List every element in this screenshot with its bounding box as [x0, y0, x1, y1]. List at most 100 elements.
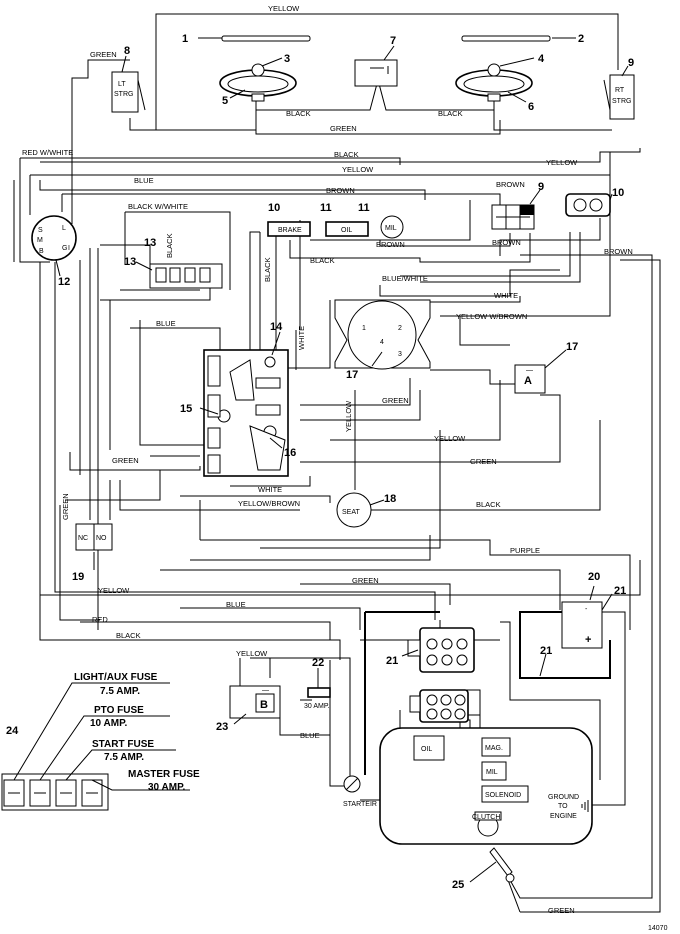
battery-cables — [364, 611, 611, 775]
battery-16: - + — [561, 601, 603, 649]
wire-label: YELLOW — [236, 649, 268, 658]
callout-2: 10 — [268, 202, 280, 214]
fuse-pto-amp: 10 AMP. — [90, 718, 127, 729]
callout-6: 9 — [628, 57, 634, 69]
callout-11-left: 1 — [182, 33, 188, 45]
callout-8: 18 — [384, 493, 396, 505]
wire-label: BROWN — [492, 238, 521, 247]
callout-19: 17 — [346, 369, 358, 381]
headlight-bar-left — [221, 35, 311, 42]
callout-18: 13 — [124, 256, 136, 268]
wire-label: WHITE — [297, 326, 306, 350]
fuse-30-amp: 30 AMP. — [304, 687, 331, 710]
brake-switch: BRAKE — [267, 221, 311, 237]
callout-13-b: 23 — [216, 721, 228, 733]
fuse-legend: LIGHT/AUX FUSE 7.5 AMP. PTO FUSE 10 AMP.… — [74, 672, 200, 793]
callout-22: 25 — [452, 879, 464, 891]
callout-17-fuse: 24 — [6, 725, 19, 737]
wire-label: YELLOW — [546, 158, 578, 167]
callout-10-left: 3 — [284, 53, 290, 65]
callout-9-left: 5 — [222, 95, 228, 107]
callout-4: 7 — [390, 35, 396, 47]
wire-label: GREEN — [330, 124, 357, 133]
seat-switch: SEAT — [336, 492, 372, 528]
wire-label: GREEN — [90, 50, 117, 59]
brake-label: BRAKE — [278, 227, 302, 234]
relay-b-minus: — — [262, 687, 269, 694]
callout-5: 9 — [538, 181, 544, 193]
key-m-label: M — [37, 237, 43, 244]
wire-label: GREEN — [470, 457, 497, 466]
pto-switch-20: NC NO — [75, 523, 113, 551]
svg-text:3: 3 — [398, 351, 402, 358]
battery-plus-label: + — [585, 634, 591, 646]
wire-label: YELLOW — [98, 586, 130, 595]
wire-label: YELLOW — [344, 400, 353, 432]
clutch-cable — [489, 847, 515, 883]
callout-16: 20 — [588, 571, 600, 583]
wire-label: YELLOW — [434, 434, 466, 443]
rt-steering-switch: RT STRG — [603, 74, 635, 120]
svg-text:2: 2 — [398, 325, 402, 332]
wire-label: BLUE — [300, 731, 320, 740]
callout-10-right: 4 — [538, 53, 545, 65]
wire-label: YELLOW/BROWN — [238, 499, 300, 508]
callout-11-right: 2 — [578, 33, 584, 45]
light-switch — [354, 59, 398, 87]
relay-a-minus: — — [526, 367, 533, 374]
drawing-number: 14070 — [648, 925, 668, 932]
fuse-master-label: MASTER FUSE — [128, 769, 200, 780]
relay-a: A — — [514, 364, 546, 394]
wire-label: BLACK W/WHITE — [128, 202, 188, 211]
wire-label: BLACK — [476, 500, 501, 509]
callout-12: 22 — [312, 657, 324, 669]
key-i-label: I — [68, 245, 70, 252]
seat-label: SEAT — [342, 509, 360, 516]
lt-strg-label-1: LT — [118, 81, 126, 88]
wire-label: GREEN — [61, 493, 70, 520]
key-s-label: S — [38, 227, 43, 234]
callout-15: 21 — [614, 585, 626, 597]
rt-strg-label-2: STRG — [612, 98, 631, 105]
oil-switch-label: OIL — [341, 227, 352, 234]
wire-label: BLACK — [286, 109, 311, 118]
callout-21-right: 16 — [284, 447, 296, 459]
mag-label: MAG. — [485, 745, 503, 752]
relay-b-label: B — [260, 699, 268, 711]
fuse-light-aux-label: LIGHT/AUX FUSE — [74, 672, 158, 683]
svg-text:1: 1 — [362, 325, 366, 332]
headlight-bar-right — [461, 35, 551, 42]
wire-label: RED W/WHITE — [22, 148, 73, 157]
fuse-start-amp: 7.5 AMP. — [104, 752, 144, 763]
wire-label: GREEN — [352, 576, 379, 585]
key-g-label: G — [62, 245, 67, 252]
relay-18 — [149, 263, 223, 289]
rt-strg-label-1: RT — [615, 87, 625, 94]
wire-label: BLUE — [134, 176, 154, 185]
wire-label: BLUE — [226, 600, 246, 609]
key-l-label: L — [62, 225, 66, 232]
fuse-master-amp: 30 AMP. — [148, 782, 185, 793]
oil-switch: OIL — [325, 221, 369, 237]
relay-b: B — — [229, 685, 281, 719]
wire-label: BLUE — [156, 319, 176, 328]
circuit-board-21 — [203, 349, 289, 477]
headlight-right — [455, 63, 533, 102]
connector-5 — [491, 204, 535, 230]
wire-label: BLACK — [263, 257, 272, 282]
wire-label: YELLOW W/BROWN — [456, 312, 527, 321]
callout-25: 10 — [612, 187, 624, 199]
fuse-30-label: 30 AMP. — [304, 703, 330, 710]
wire-label: GREEN — [382, 396, 409, 405]
callout-17-block: 13 — [144, 237, 156, 249]
fuse-light-aux-amp: 7.5 AMP. — [100, 686, 140, 697]
wire-label: BLACK — [310, 256, 335, 265]
wire-label: BLACK — [334, 150, 359, 159]
wire-label: BROWN — [496, 180, 525, 189]
callout-20: 19 — [72, 571, 84, 583]
callout-14: 21 — [540, 645, 552, 657]
mil-lamp-label: MIL — [385, 225, 397, 232]
callout-leaders — [55, 37, 629, 883]
wire-label: PURPLE — [510, 546, 540, 555]
